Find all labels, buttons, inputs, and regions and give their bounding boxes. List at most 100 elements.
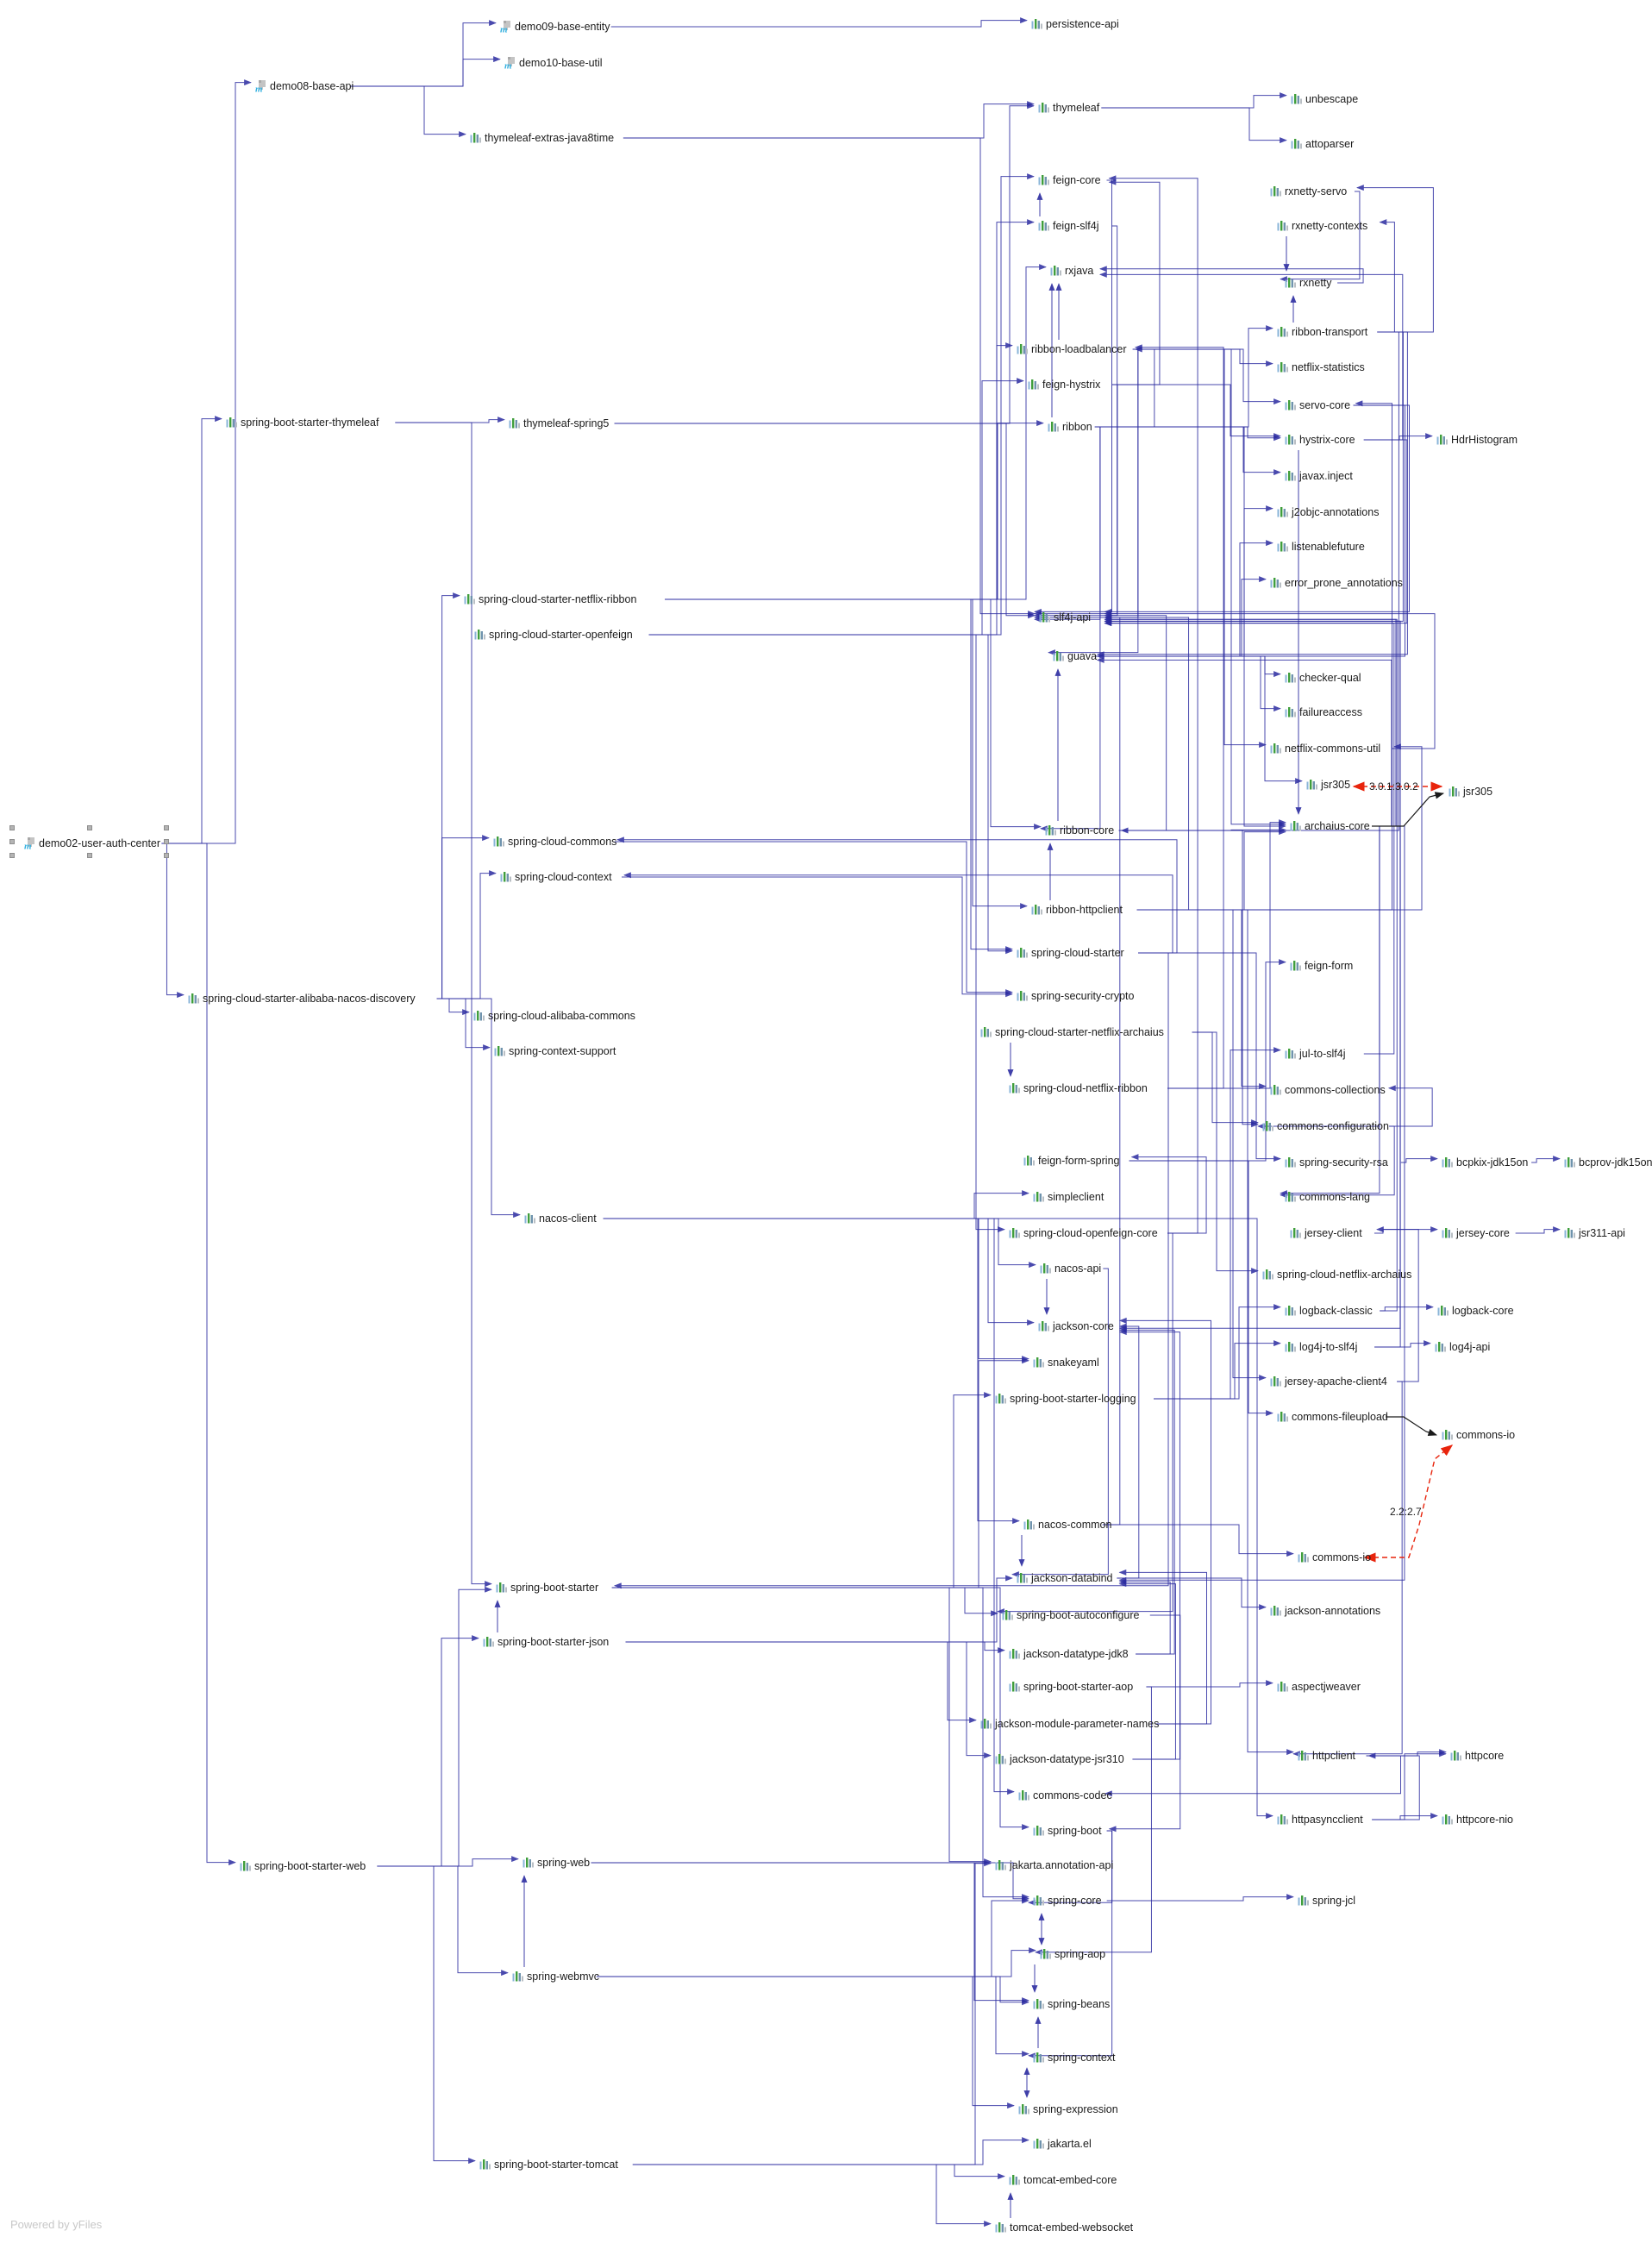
node-log4j-to-slf4j[interactable]: log4j-to-slf4j	[1285, 1339, 1357, 1355]
node-commons-lang[interactable]: commons-lang	[1285, 1189, 1370, 1205]
node-jakarta.annotation-api[interactable]: jakarta.annotation-api	[995, 1858, 1113, 1873]
node-HdrHistogram[interactable]: HdrHistogram	[1436, 432, 1517, 448]
node-httpclient[interactable]: httpclient	[1298, 1748, 1355, 1764]
node-spring-cloud-netflix-ribbon[interactable]: spring-cloud-netflix-ribbon	[1009, 1081, 1148, 1096]
node-jersey-core[interactable]: jersey-core	[1442, 1225, 1510, 1241]
node-spring-boot[interactable]: spring-boot	[1033, 1823, 1102, 1839]
node-spring-core[interactable]: spring-core	[1033, 1893, 1102, 1908]
node-feign-core[interactable]: feign-core	[1038, 172, 1101, 188]
node-spring-cloud-starter-netflix-archaius[interactable]: spring-cloud-starter-netflix-archaius	[980, 1024, 1164, 1040]
node-jsr305-a[interactable]: jsr305	[1306, 777, 1350, 793]
node-ribbon-core[interactable]: ribbon-core	[1045, 823, 1114, 838]
node-spring-cloud-context[interactable]: spring-cloud-context	[500, 869, 612, 885]
node-spring-expression[interactable]: spring-expression	[1018, 2102, 1118, 2117]
node-logback-core[interactable]: logback-core	[1437, 1303, 1514, 1319]
node-rxnetty-contexts[interactable]: rxnetty-contexts	[1277, 218, 1367, 234]
node-javax.inject[interactable]: javax.inject	[1285, 468, 1353, 484]
node-spring-boot-starter-tomcat[interactable]: spring-boot-starter-tomcat	[479, 2157, 618, 2172]
selection-handle[interactable]	[9, 853, 15, 858]
node-spring-cloud-alibaba-commons[interactable]: spring-cloud-alibaba-commons	[473, 1008, 635, 1024]
node-spring-cloud-openfeign-core[interactable]: spring-cloud-openfeign-core	[1009, 1225, 1158, 1241]
node-nacos-common[interactable]: nacos-common	[1023, 1517, 1111, 1532]
node-thymeleaf-spring5[interactable]: thymeleaf-spring5	[509, 416, 609, 431]
node-httpasyncclient[interactable]: httpasyncclient	[1277, 1812, 1363, 1827]
node-netflix-commons-util[interactable]: netflix-commons-util	[1270, 741, 1380, 756]
node-checker-qual[interactable]: checker-qual	[1285, 670, 1361, 686]
node-spring-cloud-starter[interactable]: spring-cloud-starter	[1017, 945, 1124, 961]
node-spring-context-support[interactable]: spring-context-support	[494, 1043, 616, 1059]
node-jersey-client[interactable]: jersey-client	[1290, 1225, 1362, 1241]
node-listenablefuture[interactable]: listenablefuture	[1277, 539, 1365, 555]
node-commons-io-a[interactable]: commons-io	[1442, 1427, 1515, 1443]
node-spring-cloud-starter-netflix-ribbon[interactable]: spring-cloud-starter-netflix-ribbon	[464, 592, 636, 607]
node-spring-boot-starter-json[interactable]: spring-boot-starter-json	[483, 1634, 609, 1650]
node-jackson-core[interactable]: jackson-core	[1038, 1319, 1114, 1334]
node-spring-boot-starter-web[interactable]: spring-boot-starter-web	[240, 1858, 366, 1874]
node-logback-classic[interactable]: logback-classic	[1285, 1303, 1373, 1319]
selection-handle[interactable]	[86, 825, 92, 830]
node-attoparser[interactable]: attoparser	[1291, 136, 1354, 152]
node-commons-fileupload[interactable]: commons-fileupload	[1277, 1409, 1388, 1425]
node-commons-configuration[interactable]: commons-configuration	[1262, 1118, 1389, 1134]
node-unbescape[interactable]: unbescape	[1291, 91, 1358, 107]
node-log4j-api[interactable]: log4j-api	[1435, 1339, 1490, 1355]
selection-handle[interactable]	[86, 853, 92, 858]
node-thymeleaf-extras-java8time[interactable]: thymeleaf-extras-java8time	[470, 130, 614, 146]
node-persistence-api[interactable]: persistence-api	[1031, 16, 1119, 32]
node-feign-form-spring[interactable]: feign-form-spring	[1023, 1153, 1119, 1169]
node-commons-io-b[interactable]: commons-io	[1298, 1550, 1371, 1565]
node-jsr305-b[interactable]: jsr305	[1449, 784, 1492, 799]
node-j2objc-annotations[interactable]: j2objc-annotations	[1277, 504, 1379, 520]
node-rxnetty-servo[interactable]: rxnetty-servo	[1270, 184, 1347, 199]
selection-handle[interactable]	[164, 825, 170, 830]
node-jackson-module-parameter-names[interactable]: jackson-module-parameter-names	[980, 1716, 1159, 1732]
selection-handle[interactable]	[164, 853, 170, 858]
node-tomcat-embed-websocket[interactable]: tomcat-embed-websocket	[995, 2220, 1133, 2235]
node-spring-boot-starter-thymeleaf[interactable]: spring-boot-starter-thymeleaf	[226, 415, 379, 430]
node-spring-boot-starter-logging[interactable]: spring-boot-starter-logging	[995, 1391, 1136, 1407]
node-archaius-core[interactable]: archaius-core	[1290, 818, 1370, 834]
node-commons-collections[interactable]: commons-collections	[1270, 1082, 1386, 1098]
selection-handle[interactable]	[9, 839, 15, 844]
node-spring-beans[interactable]: spring-beans	[1033, 1996, 1110, 2012]
node-feign-hystrix[interactable]: feign-hystrix	[1028, 377, 1100, 392]
node-jsr311-api[interactable]: jsr311-api	[1564, 1225, 1625, 1241]
node-bcprov-jdk15on[interactable]: bcprov-jdk15on	[1564, 1155, 1652, 1170]
node-guava[interactable]: guava	[1053, 649, 1097, 664]
node-netflix-statistics[interactable]: netflix-statistics	[1277, 360, 1365, 375]
node-jackson-databind[interactable]: jackson-databind	[1017, 1570, 1113, 1586]
node-jakarta.el[interactable]: jakarta.el	[1033, 2136, 1092, 2152]
node-ribbon-transport[interactable]: ribbon-transport	[1277, 324, 1367, 340]
node-jersey-apache-client4[interactable]: jersey-apache-client4	[1270, 1374, 1387, 1389]
node-simpleclient[interactable]: simpleclient	[1033, 1189, 1104, 1205]
node-failureaccess[interactable]: failureaccess	[1285, 705, 1362, 720]
node-snakeyaml[interactable]: snakeyaml	[1033, 1355, 1099, 1370]
node-error_prone_annotations[interactable]: error_prone_annotations	[1270, 575, 1403, 591]
node-httpcore[interactable]: httpcore	[1450, 1748, 1504, 1764]
node-spring-context[interactable]: spring-context	[1033, 2050, 1116, 2065]
node-spring-boot-starter-aop[interactable]: spring-boot-starter-aop	[1009, 1679, 1133, 1695]
node-spring-boot-autoconfigure[interactable]: spring-boot-autoconfigure	[1002, 1607, 1139, 1623]
node-tomcat-embed-core[interactable]: tomcat-embed-core	[1009, 2172, 1117, 2188]
node-spring-web[interactable]: spring-web	[523, 1855, 590, 1870]
node-spring-aop[interactable]: spring-aop	[1040, 1946, 1105, 1962]
node-nacos-api[interactable]: nacos-api	[1040, 1261, 1101, 1276]
node-spring-webmvc[interactable]: spring-webmvc	[512, 1969, 599, 1984]
node-ribbon[interactable]: ribbon	[1048, 419, 1092, 435]
node-servo-core[interactable]: servo-core	[1285, 398, 1350, 413]
selection-handle[interactable]	[164, 839, 170, 844]
node-feign-slf4j[interactable]: feign-slf4j	[1038, 218, 1099, 234]
node-ribbon-loadbalancer[interactable]: ribbon-loadbalancer	[1017, 341, 1127, 357]
node-spring-jcl[interactable]: spring-jcl	[1298, 1893, 1355, 1908]
node-commons-codec[interactable]: commons-codec	[1018, 1788, 1112, 1803]
node-aspectjweaver[interactable]: aspectjweaver	[1277, 1679, 1361, 1695]
node-spring-security-crypto[interactable]: spring-security-crypto	[1017, 988, 1134, 1004]
node-hystrix-core[interactable]: hystrix-core	[1285, 432, 1355, 448]
node-spring-cloud-starter-openfeign[interactable]: spring-cloud-starter-openfeign	[474, 627, 633, 642]
node-bcpkix-jdk15on[interactable]: bcpkix-jdk15on	[1442, 1155, 1528, 1170]
node-jackson-datatype-jsr310[interactable]: jackson-datatype-jsr310	[995, 1751, 1124, 1767]
node-thymeleaf[interactable]: thymeleaf	[1038, 100, 1099, 116]
